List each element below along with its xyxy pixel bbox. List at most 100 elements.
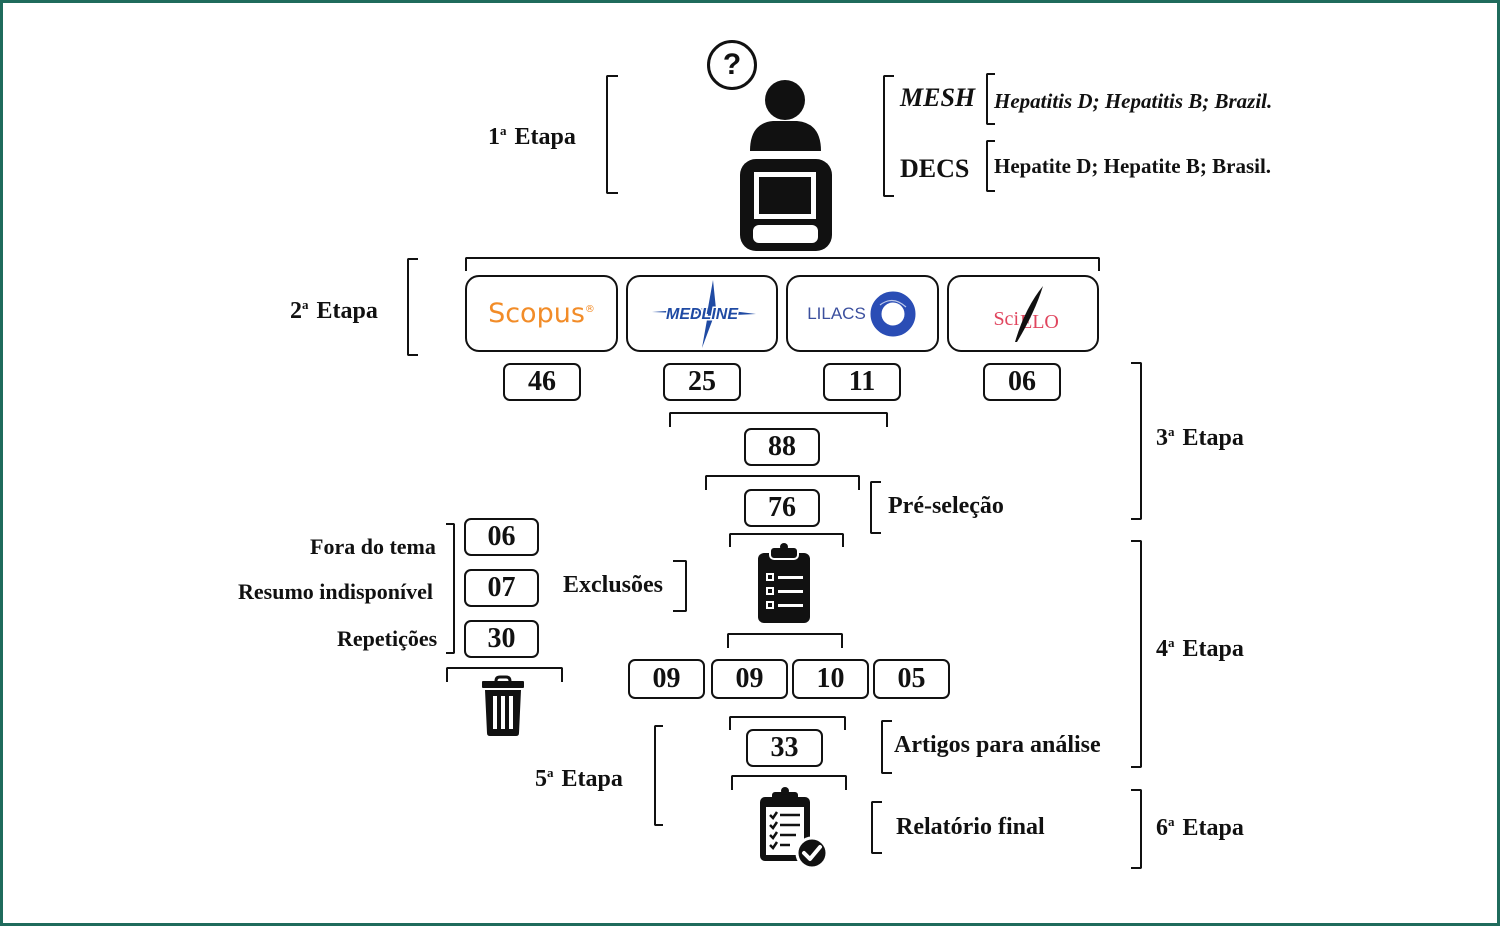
stage-3-ordinal: a: [1168, 424, 1175, 439]
stage-6-bracket: [1131, 789, 1142, 869]
count-identified: 88: [744, 428, 820, 466]
split-count-4: 05: [873, 659, 950, 699]
exclusion-reason-2: Resumo indisponível: [238, 579, 433, 604]
question-icon: ?: [707, 40, 757, 90]
stage-1-number: 1: [488, 124, 500, 150]
medline-name: MEDLINE: [666, 306, 739, 323]
exclusions-label: Exclusões: [563, 572, 664, 598]
split-count-2: 09: [711, 659, 788, 699]
report-check-badge: [795, 836, 829, 869]
trash-slot-3: [509, 696, 513, 729]
stage-2-label: 2a Etapa: [290, 297, 378, 325]
decs-label: DECS: [900, 154, 970, 183]
lilacs-name: LILACS: [807, 303, 866, 323]
report-bracket: [871, 801, 882, 854]
stage-6-word: Etapa: [1182, 815, 1244, 841]
trash-lid: [482, 681, 524, 688]
lilacs-ring: [870, 291, 916, 336]
stage-5-label: 5a Etapa: [535, 765, 623, 793]
database-lilacs: LILACS: [786, 275, 939, 352]
scielo-swoosh: [1015, 285, 1043, 342]
decs-terms: Hepatite D; Hepatite B; Brasil.: [994, 154, 1272, 178]
database-scopus: Scopus®: [465, 275, 618, 352]
computer-screen: [759, 177, 811, 214]
question-mark: ?: [722, 48, 742, 81]
trash-handle: [494, 675, 512, 682]
scielo-logo: Sci ELO: [993, 285, 1059, 342]
count-medline: 25: [663, 363, 741, 401]
split-count-1: 09: [628, 659, 705, 699]
count-scielo: 06: [983, 363, 1061, 401]
preselection-top-bracket: [705, 475, 860, 490]
stage-2-word: Etapa: [316, 298, 378, 324]
split-bracket: [727, 633, 843, 648]
mesh-label: MESH: [900, 83, 976, 112]
database-medline: MEDLINE: [626, 275, 778, 352]
stage-6-ordinal: a: [1168, 814, 1175, 829]
researcher-computer-icon: [740, 80, 832, 251]
checklist-top-bracket: [729, 533, 844, 547]
count-analysis: 33: [746, 729, 823, 767]
stage-1-ordinal: a: [500, 123, 507, 138]
report-clip: [772, 792, 798, 803]
report-check-mark: [802, 845, 822, 861]
stage-4-bracket: [1131, 540, 1142, 768]
medline-star-shape: [652, 279, 756, 348]
report-top-bracket: [731, 775, 847, 790]
line-2: [778, 590, 803, 593]
exclusions-bracket: [673, 560, 687, 612]
count-scopus: 46: [503, 363, 581, 401]
line-1: [778, 576, 803, 579]
scopus-name: Scopus: [488, 298, 585, 329]
stage-6-number: 6: [1156, 815, 1168, 841]
medline-logo: MEDLINE: [652, 279, 756, 348]
count-preselection: 76: [744, 489, 820, 527]
stage-5-bracket: [654, 725, 663, 826]
mesh-terms: Hepatitis D; Hepatitis B; Brazil.: [994, 89, 1273, 113]
lilacs-logo-ring: [870, 291, 916, 336]
mesh-bracket: [986, 73, 995, 125]
clipboard-check-icon: [760, 787, 829, 869]
exclusion-reason-1: Fora do tema: [310, 534, 436, 559]
analysis-bracket: [881, 720, 892, 774]
stage-4-word: Etapa: [1182, 636, 1244, 662]
scopus-logo: Scopus®: [488, 298, 595, 329]
stage-3-word: Etapa: [1182, 425, 1244, 451]
report-clip-top: [781, 787, 789, 795]
report-check-lines: [769, 811, 800, 850]
stage-2-ordinal: a: [302, 297, 309, 312]
stage-3-label: 3a Etapa: [1156, 424, 1244, 452]
stage-1-bracket: [606, 75, 618, 194]
stage-5-word: Etapa: [561, 766, 623, 792]
scielo-name-a: Sci: [993, 308, 1019, 330]
exclusion-reason-3: Repetições: [337, 626, 438, 651]
exclusion-count-1: 06: [464, 518, 539, 556]
databases-bracket: [465, 257, 1100, 271]
trash-slot-2: [501, 696, 505, 729]
scopus-mark: ®: [584, 304, 595, 315]
person-head: [765, 80, 805, 120]
decs-bracket: [986, 140, 995, 192]
clipboard-clip-hole: [780, 543, 788, 551]
computer-keyboard: [753, 225, 818, 243]
exclusion-count-3: 30: [464, 620, 539, 658]
stage-6-label: 6a Etapa: [1156, 814, 1244, 842]
stage-3-bracket: [1131, 362, 1142, 520]
stage-2-number: 2: [290, 298, 302, 324]
stage-4-number: 4: [1156, 636, 1168, 662]
preselection-bracket: [870, 481, 881, 534]
clipboard-checklist-icon: [758, 543, 810, 623]
split-count-3: 10: [792, 659, 869, 699]
count-lilacs: 11: [823, 363, 901, 401]
database-scielo: Sci ELO: [947, 275, 1099, 352]
clipboard-board: [758, 553, 810, 623]
trash-bracket: [446, 667, 563, 682]
line-3: [778, 604, 803, 607]
stage-5-ordinal: a: [547, 765, 554, 780]
descriptors-bracket: [883, 75, 894, 197]
stage-4-label: 4a Etapa: [1156, 635, 1244, 663]
clipboard-lines: [766, 573, 803, 609]
trash-icon: [482, 675, 524, 736]
exclusion-reasons-bracket: [446, 523, 455, 654]
